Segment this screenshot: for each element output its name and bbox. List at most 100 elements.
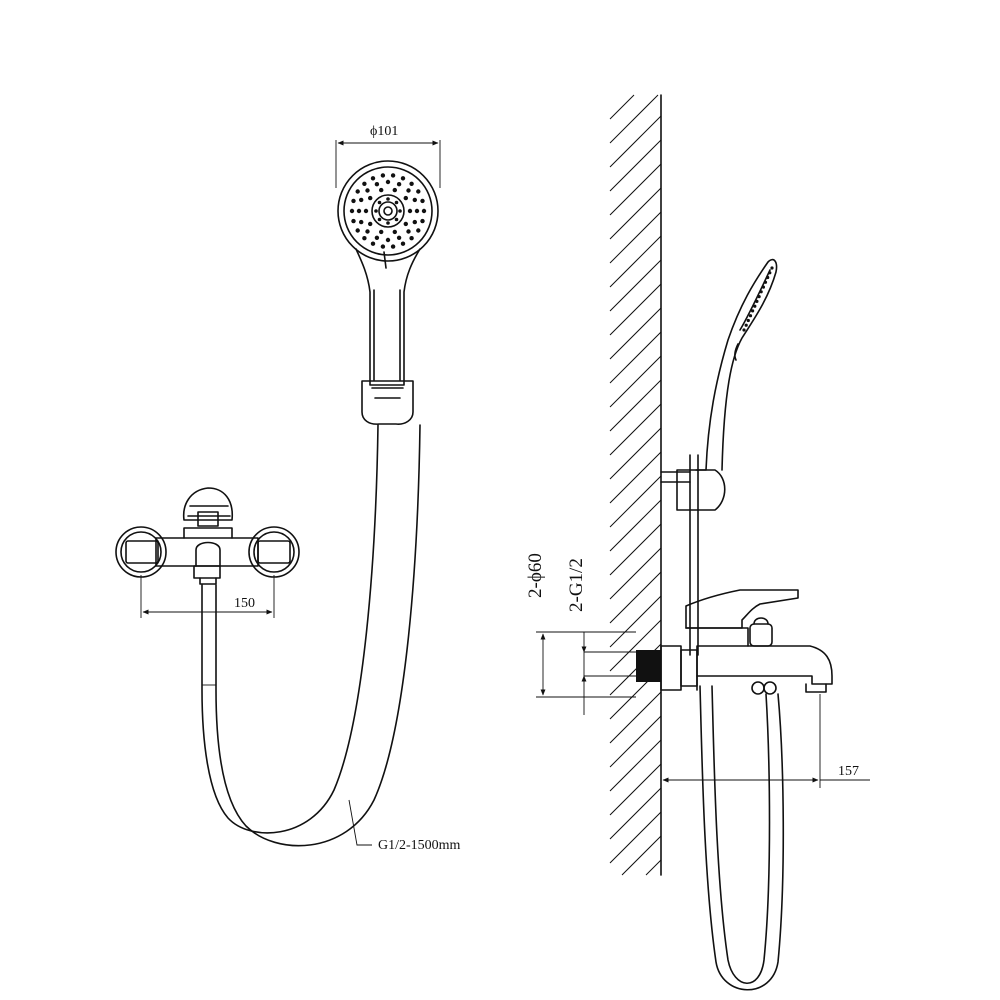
mixer-body-front — [115, 487, 300, 585]
nozzle-dot — [768, 271, 772, 275]
nozzle-dot — [407, 208, 413, 214]
hatch-line — [609, 331, 662, 384]
nozzle-dot — [416, 189, 421, 194]
dimension-thread: 2-G1/2 — [566, 558, 636, 715]
hatch-line — [609, 571, 662, 624]
hatch-line — [609, 94, 659, 144]
dimension-head-diameter: ϕ101 — [335, 124, 441, 188]
nozzle-dot — [744, 323, 748, 327]
hatch-line — [609, 403, 662, 456]
shower-holder-front — [361, 380, 414, 425]
nozzle-dot — [400, 241, 406, 246]
nozzle-dot — [355, 189, 360, 194]
hatch-line — [609, 619, 662, 672]
nozzle-dot — [746, 318, 750, 323]
hatch-line — [609, 451, 662, 504]
dimension-centers: 150 — [140, 575, 275, 618]
nozzle-dot — [414, 208, 420, 214]
dim-thread-label: 2-G1/2 — [566, 558, 587, 612]
nozzle-dot — [420, 198, 425, 204]
hatch-line — [609, 499, 662, 552]
nozzle-dot — [409, 181, 414, 186]
nozzle-dot — [355, 228, 360, 233]
nozzle-dot — [379, 229, 384, 235]
nozzle-dot — [398, 209, 402, 213]
nozzle-dot — [368, 221, 373, 227]
hatch-line — [609, 739, 662, 792]
nozzle-dot — [400, 176, 406, 181]
hatch-line — [609, 691, 662, 744]
nozzle-dot — [379, 187, 384, 193]
nozzle-dot — [374, 235, 380, 240]
hatch-line — [609, 94, 635, 120]
nozzle-dot — [374, 209, 378, 213]
hatch-line — [609, 235, 662, 288]
hatch-line — [609, 811, 662, 864]
hose-leader: G1/2-1500mm — [348, 799, 461, 853]
hatch-line — [609, 427, 662, 480]
nozzle-dot — [420, 218, 425, 224]
nozzle-dot — [412, 197, 417, 203]
hatch-line — [609, 595, 662, 648]
nozzle-dot — [755, 299, 759, 303]
nozzle-dot — [409, 236, 414, 241]
hose-front — [201, 424, 421, 847]
dimension-flange: 2-ϕ60 — [525, 553, 636, 698]
nozzle-dot — [406, 188, 411, 193]
nozzle-dot — [394, 200, 399, 205]
nozzle-dot — [751, 309, 755, 313]
dim-centers-label: 150 — [234, 596, 255, 611]
nozzle-dot — [359, 197, 364, 203]
nozzle-dot — [770, 266, 774, 270]
wall-fitting — [636, 650, 661, 682]
hatch-line — [609, 187, 662, 240]
hatch-line — [609, 115, 662, 168]
nozzle-dot — [370, 176, 376, 181]
hose-spec-label: G1/2-1500mm — [378, 838, 461, 853]
shower-head-side — [695, 258, 778, 471]
dim-head-diameter-label: ϕ101 — [370, 124, 398, 139]
side-nozzles — [742, 266, 774, 332]
hatch-line — [609, 211, 662, 264]
nozzle-pattern — [349, 173, 427, 249]
nozzle-dot — [380, 173, 386, 178]
nozzle-dot — [394, 217, 399, 222]
nozzle-dot — [396, 182, 402, 187]
nozzle-dot — [759, 290, 763, 294]
nozzle-dot — [362, 181, 367, 186]
nozzle-dot — [365, 229, 370, 234]
wall-hatching — [609, 94, 662, 876]
hatch-line — [609, 763, 662, 816]
side-view: 2-ϕ60 2-G1/2 157 — [525, 94, 870, 991]
nozzle-dot — [412, 219, 417, 225]
nozzle-dot — [349, 208, 355, 214]
nozzle-dot — [390, 173, 396, 178]
nozzle-dot — [390, 244, 396, 249]
hatch-line — [609, 259, 662, 312]
nozzle-dot — [403, 221, 408, 227]
nozzle-dot — [385, 237, 391, 243]
nozzle-dot — [416, 228, 421, 233]
nozzle-dot — [386, 221, 390, 225]
nozzle-dot — [396, 235, 402, 240]
hatch-line — [609, 523, 662, 576]
nozzle-dot — [392, 187, 397, 193]
hatch-line — [609, 139, 662, 192]
nozzle-dot — [368, 195, 373, 201]
dim-projection-label: 157 — [838, 764, 859, 779]
hatch-line — [609, 715, 662, 768]
hatch-line — [609, 787, 662, 840]
nozzle-dot — [362, 236, 367, 241]
hatch-line — [609, 475, 662, 528]
nozzle-dot — [351, 198, 356, 204]
shower-head-front — [337, 160, 439, 386]
nozzle-dot — [363, 208, 369, 214]
hatch-line — [609, 163, 662, 216]
nozzle-dot — [356, 208, 362, 214]
nozzle-dot — [753, 304, 757, 308]
nozzle-dot — [377, 217, 382, 222]
nozzle-dot — [763, 280, 768, 284]
nozzle-dot — [351, 218, 356, 224]
dim-flange-label: 2-ϕ60 — [525, 553, 546, 598]
